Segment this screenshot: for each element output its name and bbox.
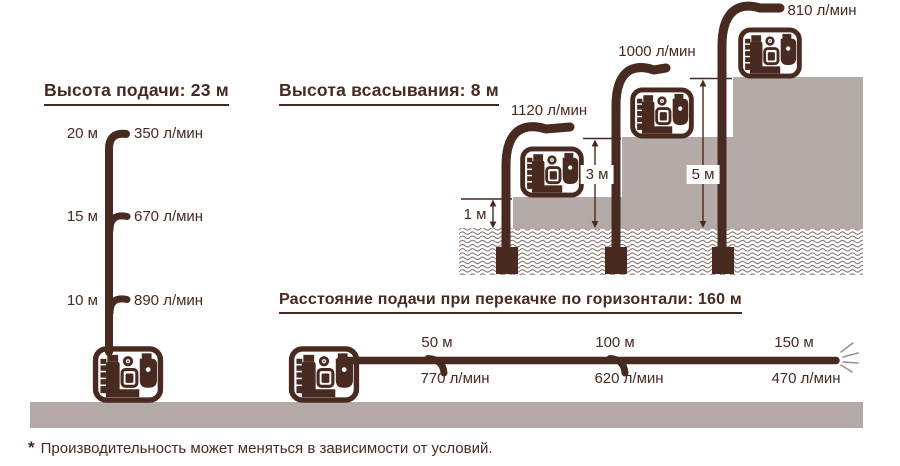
footnote-asterisk: * [28,438,35,457]
suction-depth-label: 5 м [686,165,720,184]
footnote-text: Производительность может меняться в зави… [40,440,493,457]
pump-icon [633,90,692,136]
strainer-foot [605,247,627,274]
step-block-3 [733,77,863,229]
water [459,228,863,275]
footnote: * Производительность может меняться в зав… [28,438,493,458]
suction-flow-label: 810 л/мин [787,2,857,19]
delivery-height-label: 20 м [66,125,98,142]
suction-height-title: Высота всасывания: 8 м [279,80,499,106]
suction-hose [501,122,575,255]
suction-flow-label: 1000 л/мин [618,43,696,60]
distance-label: 100 м [595,334,635,351]
step-block-1 [513,197,623,229]
delivery-flow-label: 670 л/мин [134,208,204,225]
delivery-flow-label: 890 л/мин [134,292,204,309]
horizontal-flow-label: 770 л/мин [420,370,490,387]
pipe-joint-spout [606,355,629,377]
suction-hoses [501,1,785,255]
horizontal-pipe [336,355,840,377]
ground-bar [30,402,863,428]
delivery-height-label: 10 м [66,292,98,309]
suction-depth-label: 3 м [580,165,614,184]
pump-icon [523,149,582,195]
distance-label: 150 м [774,334,814,351]
spray-icon [840,342,859,373]
delivery-spout [106,295,131,317]
suction-hose [717,1,785,255]
pipe-joint-spout [424,355,448,377]
strainer-foot [712,247,734,274]
pump-icon [741,30,800,76]
suction-depth-label: 1 м [463,206,487,223]
delivery-pipe [105,129,131,356]
delivery-height-label: 15 м [66,208,98,225]
delivery-spout [106,212,131,234]
delivery-flow-label: 350 л/мин [134,125,204,142]
horizontal-flow-label: 470 л/мин [771,370,841,387]
distance-label: 50 м [421,334,453,351]
suction-flow-label: 1120 л/мин [510,102,588,119]
delivery-pipe-main [105,129,130,356]
strainer-foot [496,247,518,274]
pump-icon [96,349,161,400]
delivery-height-title: Высота подачи: 23 м [44,80,229,106]
suction-hose [611,63,671,255]
horizontal-distance-title: Расстояние подачи при перекачке по гориз… [279,291,742,314]
strainer-feet [496,247,734,274]
horizontal-flow-label: 620 л/мин [594,370,664,387]
pump-icon [292,349,357,400]
